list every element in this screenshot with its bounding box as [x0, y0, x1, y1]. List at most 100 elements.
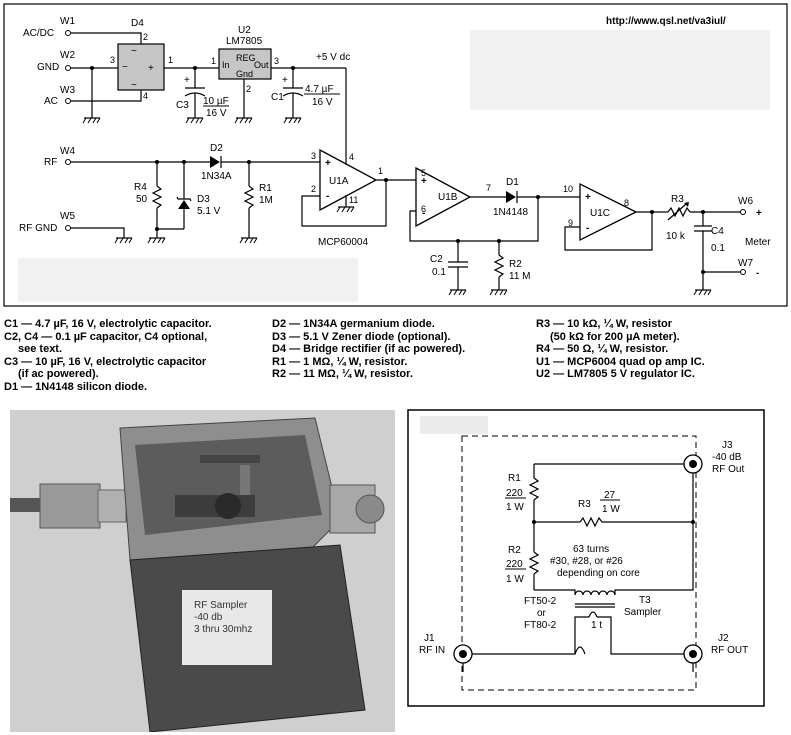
sampler-r2-power: 1 W: [506, 574, 524, 585]
r1-ref: R1: [259, 183, 272, 194]
ground-symbol: [147, 237, 166, 244]
u1a-opamp: [319, 148, 378, 212]
background-smudge: [470, 30, 770, 110]
u1c-plus: +: [585, 192, 591, 203]
background-smudge: [18, 258, 358, 302]
u1a-pin-11: 11: [349, 195, 358, 205]
source-url: http://www.qsl.net/va3iul/: [606, 16, 726, 27]
r3-value: 10 k: [666, 231, 686, 242]
c4-value: 0.1: [711, 243, 725, 254]
u1b-pin-5: 5: [421, 168, 426, 178]
d4-ref: D4: [131, 18, 144, 29]
c3-value: 10 µF: [203, 96, 229, 107]
r4-value: 50: [136, 194, 148, 205]
w2-id: W2: [60, 50, 75, 61]
u2-regulator: [218, 48, 272, 80]
parts-list: C1 — 4.7 µF, 16 V, electrolytic capacito…: [4, 318, 787, 398]
supply-label: +5 V dc: [316, 52, 350, 63]
shield-box: [461, 435, 697, 691]
d3-value: 5.1 V: [197, 206, 221, 217]
w7-id: W7: [738, 258, 753, 269]
parts-col-3: R3 — 10 kΩ, ¼ W, resistor (50 kΩ for 200…: [536, 318, 705, 381]
w5-terminal: [65, 225, 71, 231]
u1b-minus: -: [422, 208, 425, 219]
u2-ref: U2: [238, 25, 251, 36]
r2-resistor: [493, 254, 505, 278]
part-line: R1 — 1 MΩ, ¼ W, resistor.: [272, 355, 408, 368]
r4-ref: R4: [134, 182, 147, 193]
core-line-3: FT80-2: [524, 620, 557, 631]
w4-id: W4: [60, 146, 75, 157]
sampler-r3-resistor: [579, 516, 603, 528]
sampler-r3-value: 27: [604, 490, 616, 501]
photo-label-line: 3 thru 30mhz: [194, 624, 253, 635]
sampler-r1-power: 1 W: [506, 502, 524, 513]
r1-resistor: [243, 185, 255, 209]
w5-id: W5: [60, 211, 75, 222]
sampler-r1-ref: R1: [508, 473, 521, 484]
u1a-pin-2: 2: [311, 184, 316, 194]
d4-ac-symbol: ~: [131, 46, 137, 57]
d3-ref: D3: [197, 194, 210, 205]
ground-symbol: [234, 117, 253, 124]
sampler-r1-value: 220: [506, 488, 523, 499]
c1-ref: C1: [271, 92, 284, 103]
photo-label-card: RF Sampler -40 db 3 thru 30mhz: [182, 590, 272, 665]
c3-ref: C3: [176, 100, 189, 111]
schematic-frame: [3, 3, 788, 307]
w3-terminal: [65, 98, 71, 104]
core-line-1: FT50-2: [524, 596, 557, 607]
d4-pin-4: 4: [143, 91, 148, 101]
j2-ref: J2: [718, 633, 729, 644]
t3-name: Sampler: [624, 607, 662, 618]
w3-id: W3: [60, 85, 75, 96]
d4-pin-1: 1: [168, 55, 173, 65]
winding-line-1: 63 turns: [573, 544, 609, 555]
ground-symbol: [693, 289, 712, 296]
c2-ref: C2: [430, 254, 443, 265]
sampler-r2-value: 220: [506, 559, 523, 570]
w2-name: GND: [37, 62, 59, 73]
c1-value: 4.7 µF: [305, 84, 334, 95]
j3-line-2: RF Out: [712, 464, 744, 475]
part-line: D2 — 1N34A germanium diode.: [272, 318, 435, 330]
part-line: D3 — 5.1 V Zener diode (optional).: [272, 330, 451, 343]
u1a-plus: +: [325, 158, 331, 169]
sampler-r2-ref: R2: [508, 545, 521, 556]
part-line: U1 — MCP6004 quad op amp IC.: [536, 355, 705, 368]
u1b-pin-6: 6: [421, 204, 426, 214]
u1a-ref: U1A: [329, 176, 349, 187]
w5-name: RF GND: [19, 223, 57, 234]
u2-pin-1: 1: [211, 56, 216, 66]
w2-terminal: [65, 65, 71, 71]
d2-ref: D2: [210, 143, 223, 154]
parts-col-2: D2 — 1N34A germanium diode. D3 — 5.1 V Z…: [272, 318, 465, 381]
c4-ref: C4: [711, 226, 724, 237]
parts-col-1: C1 — 4.7 µF, 16 V, electrolytic capacito…: [4, 318, 212, 394]
ground-symbol: [489, 289, 508, 296]
w4-name: RF: [44, 157, 57, 168]
c1-voltage: 16 V: [312, 97, 333, 108]
d2-diode: [210, 156, 220, 168]
t3-primary-coil: [588, 611, 598, 618]
winding-line-2: #30, #28, or #26: [550, 556, 623, 567]
w1-terminal: [65, 30, 71, 36]
r3-ref: R3: [671, 194, 684, 205]
sampler-r3-power: 1 W: [602, 504, 620, 515]
c2-value: 0.1: [432, 267, 446, 278]
u2-pin-3: 3: [274, 56, 279, 66]
photo-drawing: [10, 410, 395, 732]
u1a-pin-4: 4: [349, 152, 354, 162]
d4-minus-symbol: −: [122, 62, 128, 73]
photo-label-line: RF Sampler: [194, 600, 248, 611]
ground-symbol: [185, 117, 204, 124]
sampler-r1-resistor: [528, 477, 540, 501]
u1b-ref: U1B: [438, 192, 458, 203]
d1-ref: D1: [506, 177, 519, 188]
u1b-plus: +: [421, 176, 427, 187]
w1-name: AC/DC: [23, 28, 54, 39]
toroid: [215, 493, 241, 519]
ground-symbol: [114, 237, 133, 244]
u2-pin-2: 2: [246, 84, 251, 94]
